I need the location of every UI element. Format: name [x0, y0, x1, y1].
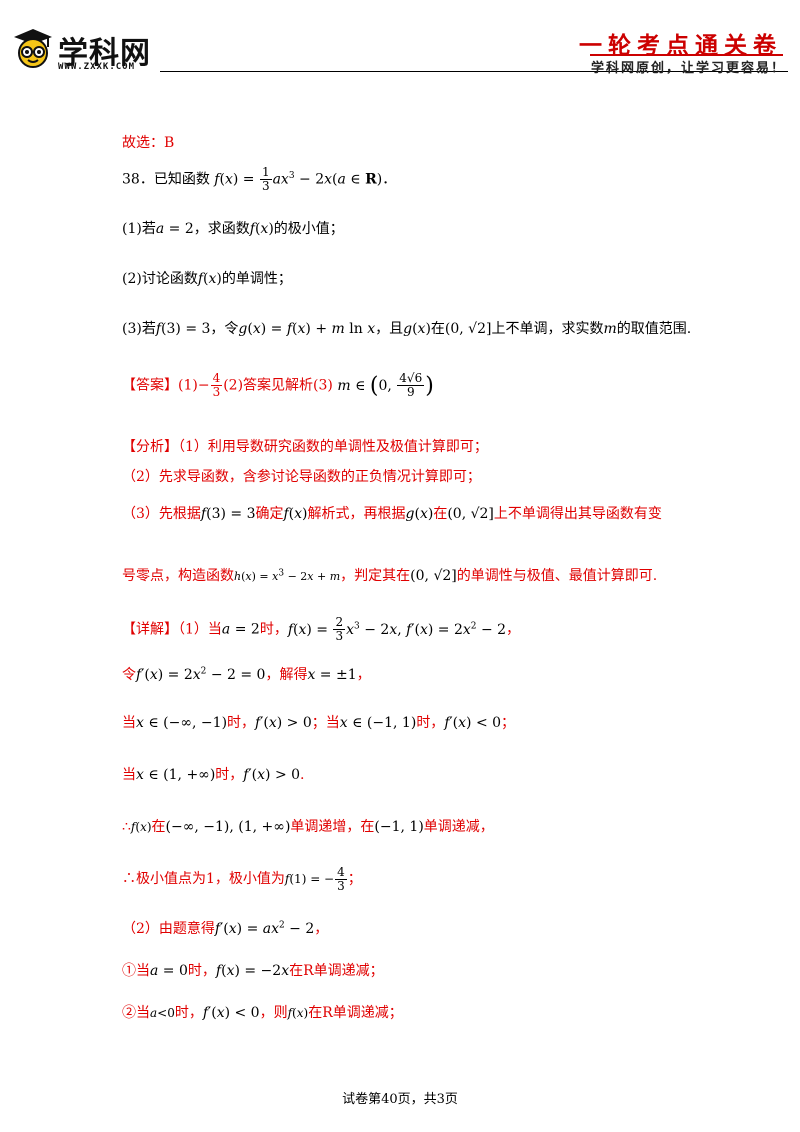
detail-line-3: 当x ∈ (−∞, −1)时，f′(x) > 0；当x ∈ (−1, 1)时，f…	[122, 715, 516, 731]
logo-url: WWW.ZXXK.COM	[58, 62, 136, 72]
detail-line-9: ②当a<0时，f′(x) < 0，则f(x)在R单调递减；	[122, 1005, 403, 1021]
detail-line-4: 当x ∈ (1, +∞)时，f′(x) > 0.	[122, 767, 305, 783]
detail-line-7: （2）由题意得f′(x) = ax2 − 2，	[122, 920, 329, 937]
detail-label: 【详解】	[122, 621, 178, 638]
question-part-2: (2)讨论函数f(x)的单调性；	[122, 271, 292, 287]
analysis-label: 【分析】	[122, 439, 178, 455]
page-footer: 试卷第40页，共3页	[342, 1092, 458, 1107]
detail-line-5: ∴f(x)在(−∞, −1), (1, +∞)单调递增，在(−1, 1)单调递减…	[122, 819, 494, 835]
logo-text: 学科网	[58, 36, 151, 71]
header-red-underline	[590, 54, 783, 56]
detail-line-8: ①当a = 0时，f(x) = −2x在R单调递减；	[122, 963, 384, 979]
logo-face-icon	[14, 29, 52, 68]
analysis-line-4: 号零点，构造函数h(x) = x3 − 2x + m，判定其在(0, √2]的单…	[122, 568, 658, 584]
question-number: 38．	[122, 171, 154, 188]
header-slogan: 学科网原创，让学习更容易！	[590, 61, 786, 76]
analysis-line-1: 【分析】（1）利用导数研究函数的单调性及极值计算即可；	[122, 439, 488, 455]
question-part-1: (1)若a = 2，求函数f(x)的极小值；	[122, 221, 344, 237]
question-part-3: (3)若f(3) = 3，令g(x) = f(x) + m ln x，且g(x)…	[122, 321, 692, 337]
formula-f-definition: f	[214, 171, 220, 188]
answer-label: 【答案】	[122, 377, 178, 394]
previous-answer-choice: 故选：B	[122, 135, 175, 151]
header-divider	[160, 71, 788, 72]
analysis-line-3: （3）先根据f(3) = 3确定f(x)解析式，再根据g(x)在(0, √2]上…	[122, 506, 662, 522]
question-intro: 已知函数	[153, 171, 210, 188]
analysis-line-2: （2）先求导函数，含参讨论导函数的正负情况计算即可；	[122, 469, 481, 485]
detail-line-2: 令f′(x) = 2x2 − 2 = 0，解得x = ±1，	[122, 666, 371, 683]
page-header: 学科网 WWW.ZXXK.COM 一轮考点通关卷 学科网原创，让学习更容易！	[0, 0, 800, 80]
